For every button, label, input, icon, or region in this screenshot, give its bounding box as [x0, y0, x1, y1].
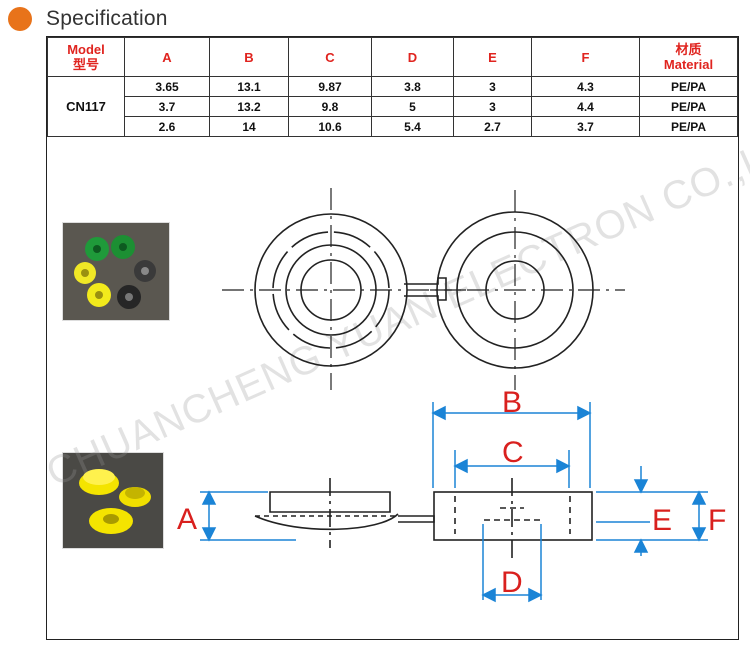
cell-a: 3.65 [124, 76, 210, 97]
product-photo-colors-art [63, 223, 169, 320]
cell-e: 2.7 [453, 116, 532, 137]
cell-d: 3.8 [371, 76, 454, 97]
cell-c: 9.87 [288, 76, 372, 97]
cell-c: 10.6 [288, 116, 372, 137]
cell-material: PE/PA [639, 76, 738, 97]
product-photo-yellow-art [63, 453, 163, 548]
table-row: CN117 3.65 13.1 9.87 3.8 3 4.3 PE/PA [47, 76, 738, 137]
cell-b: 13.1 [209, 76, 289, 97]
cell-material: PE/PA [639, 116, 738, 137]
cell-material: PE/PA [639, 96, 738, 117]
cell-f: 4.4 [531, 96, 640, 117]
cell-a: 2.6 [124, 116, 210, 137]
header-d: D [371, 37, 454, 77]
table-row: 2.6 14 10.6 5.4 2.7 3.7 PE/PA [48, 116, 738, 137]
header-material-en: Material [663, 57, 714, 72]
cell-b: 14 [209, 116, 289, 137]
spec-table: Model 型号 A B C D E F 材质 Material CN117 3… [47, 37, 738, 137]
bullet-dot-icon [8, 7, 32, 31]
section-title: Specification [46, 7, 168, 30]
cell-e: 3 [453, 96, 532, 117]
spec-panel: Model 型号 A B C D E F 材质 Material CN117 3… [46, 36, 739, 640]
header-material-cn: 材质 [675, 42, 702, 57]
product-photo-yellow [62, 452, 164, 549]
model-cell: CN117 [47, 76, 125, 137]
cell-e: 3 [453, 76, 532, 97]
header-model-en: Model [67, 42, 105, 57]
table-row: 3.7 13.2 9.8 5 3 4.4 PE/PA [48, 96, 738, 117]
cell-a: 3.7 [124, 96, 210, 117]
header-a: A [124, 37, 210, 77]
header-e: E [453, 37, 532, 77]
cell-f: 3.7 [531, 116, 640, 137]
cell-d: 5 [371, 96, 454, 117]
table-header-row: Model 型号 A B C D E F 材质 Material [47, 37, 738, 77]
cell-f: 4.3 [531, 76, 640, 97]
header-model: Model 型号 [47, 37, 125, 77]
header-material: 材质 Material [639, 37, 738, 77]
cell-b: 13.2 [209, 96, 289, 117]
header-b: B [209, 37, 289, 77]
section-header: Specification [8, 4, 168, 34]
header-c: C [288, 37, 372, 77]
product-photo-colors [62, 222, 170, 321]
header-model-cn: 型号 [72, 57, 99, 72]
cell-c: 9.8 [288, 96, 372, 117]
header-f: F [531, 37, 640, 77]
cell-d: 5.4 [371, 116, 454, 137]
